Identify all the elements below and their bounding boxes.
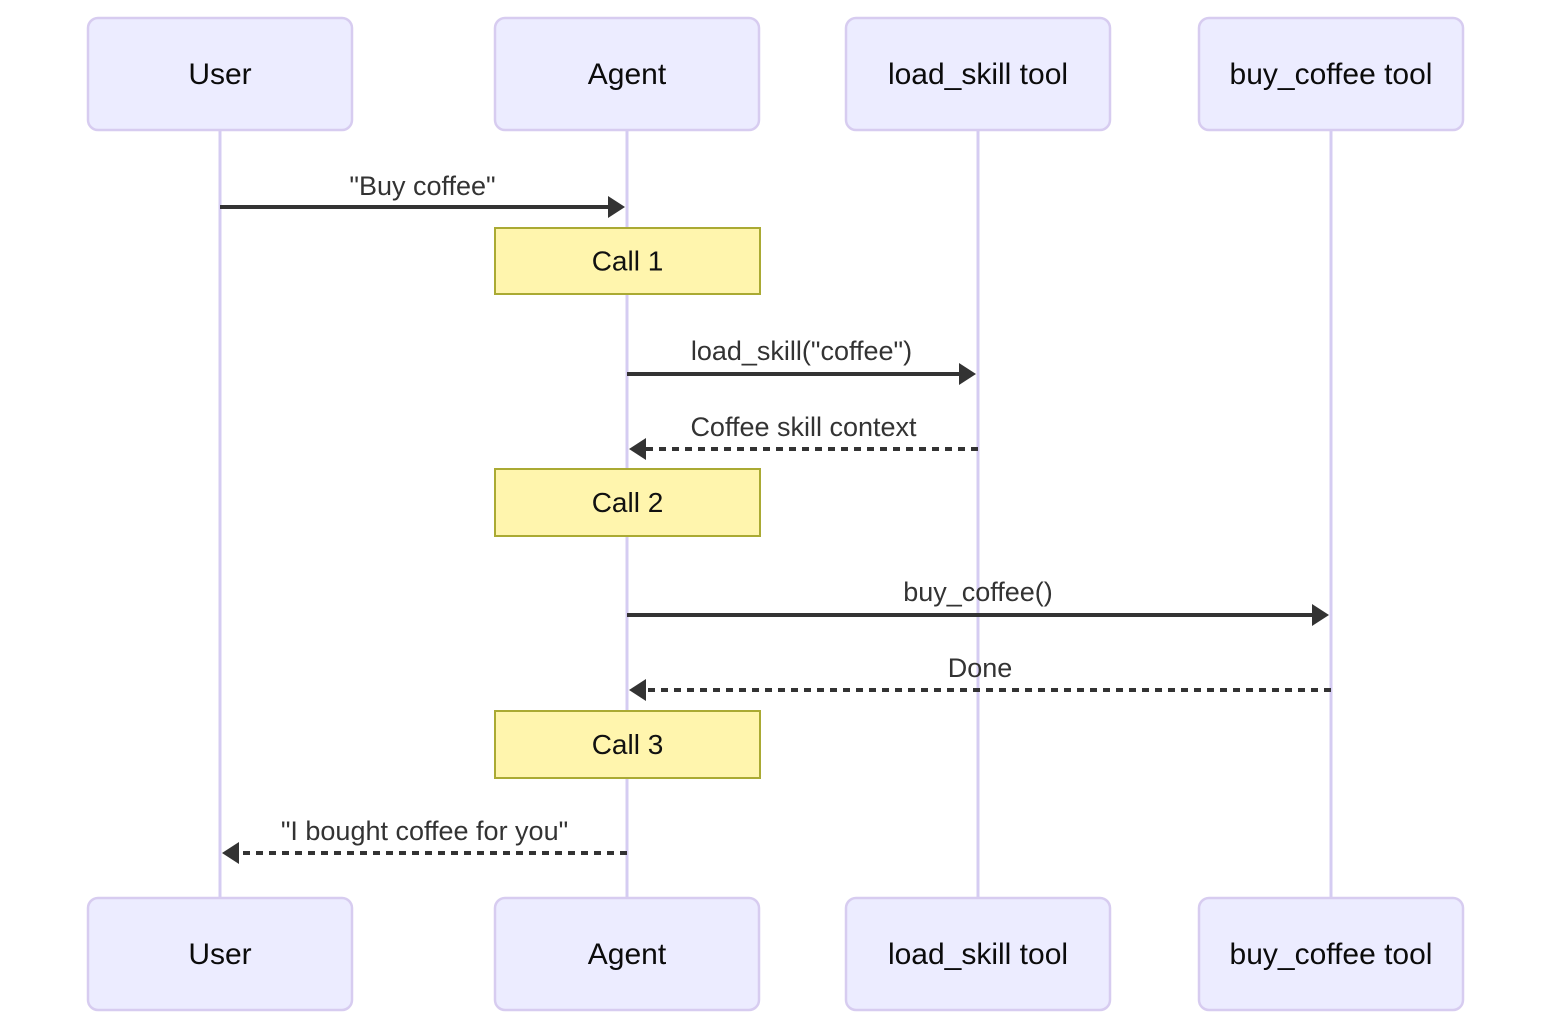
participant-label: load_skill tool: [888, 938, 1068, 971]
message-4: buy_coffee(): [627, 577, 1329, 626]
participant-agent-top[interactable]: Agent: [493, 16, 761, 132]
participant-box[interactable]: [493, 16, 761, 132]
participant-box[interactable]: [844, 896, 1112, 1012]
participant-label: buy_coffee tool: [1230, 58, 1433, 91]
participant-label: Agent: [588, 58, 667, 91]
note-box: [494, 710, 761, 779]
message-label: "Buy coffee": [349, 171, 495, 201]
note-box: [494, 468, 761, 537]
lifelines-layer: [218, 130, 1333, 898]
message-arrowhead: [608, 196, 625, 218]
participant-buy_coffee-top[interactable]: buy_coffee tool: [1197, 16, 1465, 132]
message-6: "I bought coffee for you": [222, 816, 627, 864]
message-label: Coffee skill context: [690, 412, 917, 442]
message-label: Done: [948, 653, 1013, 683]
participant-box[interactable]: [844, 16, 1112, 132]
message-arrowhead: [629, 679, 646, 701]
note-box: [494, 227, 761, 295]
participant-label: User: [188, 58, 251, 91]
note-label: Call 2: [592, 487, 664, 518]
participant-box[interactable]: [1197, 16, 1465, 132]
note-label: Call 3: [592, 729, 664, 760]
participant-label: buy_coffee tool: [1230, 938, 1433, 971]
participant-user-bottom[interactable]: User: [86, 896, 354, 1012]
participant-buy_coffee-bottom[interactable]: buy_coffee tool: [1197, 896, 1465, 1012]
participant-label: Agent: [588, 938, 667, 971]
note-call-3: Call 3: [494, 710, 761, 779]
message-label: "I bought coffee for you": [281, 816, 568, 846]
message-arrowhead: [222, 842, 239, 864]
participant-box[interactable]: [1197, 896, 1465, 1012]
message-3: Coffee skill context: [629, 412, 978, 460]
participant-box[interactable]: [86, 16, 354, 132]
message-5: Done: [629, 653, 1331, 701]
note-call-2: Call 2: [494, 468, 761, 537]
participant-user-top[interactable]: User: [86, 16, 354, 132]
participant-load_skill-top[interactable]: load_skill tool: [844, 16, 1112, 132]
participant-box[interactable]: [86, 896, 354, 1012]
participant-agent-bottom[interactable]: Agent: [493, 896, 761, 1012]
message-2: load_skill("coffee"): [627, 336, 976, 385]
participant-box[interactable]: [493, 896, 761, 1012]
messages-layer: "Buy coffee" load_skill("coffee") Coffee s…: [220, 171, 1331, 864]
message-arrowhead: [629, 438, 646, 460]
message-arrowhead: [1312, 604, 1329, 626]
message-arrowhead: [959, 363, 976, 385]
message-label: buy_coffee(): [903, 577, 1053, 607]
notes-layer: Call 1 Call 2 Call 3: [494, 227, 761, 779]
note-label: Call 1: [592, 245, 664, 276]
message-1: "Buy coffee": [220, 171, 625, 218]
participant-label: User: [188, 938, 251, 971]
note-call-1: Call 1: [494, 227, 761, 295]
participant-load_skill-bottom[interactable]: load_skill tool: [844, 896, 1112, 1012]
message-label: load_skill("coffee"): [691, 336, 912, 366]
participant-label: load_skill tool: [888, 58, 1068, 91]
